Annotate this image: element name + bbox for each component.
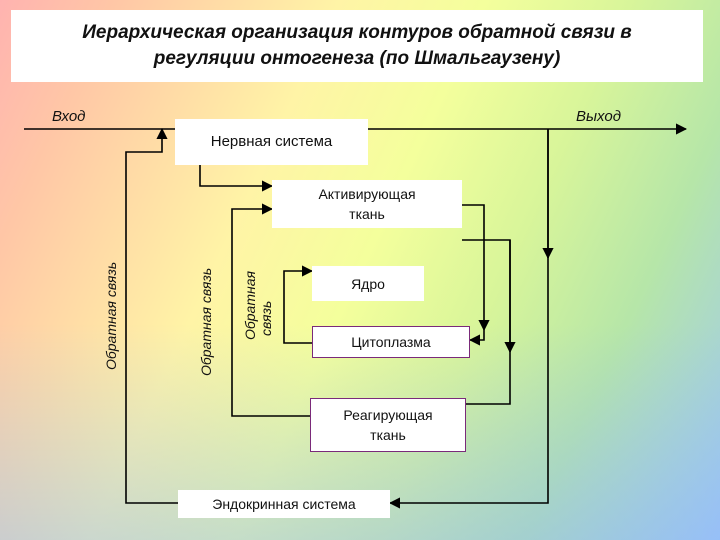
- cytoplasm-box: Цитоплазма: [312, 326, 470, 358]
- nucleus-box: Ядро: [312, 266, 424, 301]
- middle-feedback-label: Обратная связь: [198, 267, 214, 376]
- output-label: Выход: [576, 108, 622, 125]
- inner-feedback-label-1: Обратная: [242, 271, 258, 340]
- middle-feedback-line: [231, 203, 310, 417]
- activating-tissue-box: Активирующая ткань: [272, 180, 462, 228]
- reacting-tissue-box: Реагирующая ткань: [310, 398, 466, 452]
- outer-feedback-label: Обратная связь: [103, 261, 119, 370]
- inner-feedback-label-2: связь: [258, 300, 274, 336]
- outer-feedback-line: [125, 127, 178, 504]
- page-title: Иерархическая организация контуров обрат…: [11, 10, 703, 82]
- input-label: Вход: [52, 108, 86, 125]
- nervous-system-box: Нервная система: [175, 119, 368, 165]
- reacting-to-right-line: [462, 239, 511, 405]
- activating-to-cytoplasm-line: [462, 204, 490, 332]
- endocrine-system-box: Эндокринная система: [178, 490, 390, 518]
- nervous-to-activating-line: [199, 165, 274, 192]
- cytoplasm-side-arrow: [468, 330, 485, 346]
- inner-feedback-line: [283, 265, 314, 344]
